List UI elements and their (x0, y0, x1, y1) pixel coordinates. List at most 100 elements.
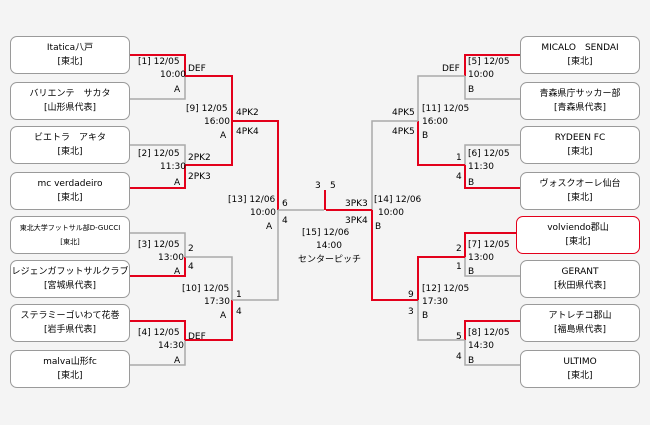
match-12-number: [12] 12/05 (422, 284, 470, 294)
line-m6-top (464, 144, 520, 165)
match-10-score-bottom: 4 (236, 307, 242, 317)
team-left-4[interactable]: mc verdadeiro [東北] (10, 172, 130, 210)
match-15-score-right: 5 (330, 181, 336, 191)
team-name: ULTIMO (563, 357, 597, 367)
team-name: mc verdadeiro (37, 179, 103, 189)
match-3-number: [3] 12/05 (138, 240, 180, 250)
team-region: [東北] (567, 371, 593, 381)
team-name: ステラミーゴいわて花巻 (20, 311, 120, 321)
match-14-score-top: 3PK3 (345, 199, 368, 209)
team-left-5[interactable]: 東北大学フットサル部D-GUCCI [東北] (10, 216, 130, 254)
line-m1-bottom (130, 76, 186, 100)
line-m5-top (464, 54, 520, 76)
match-11-score-bottom: 4PK5 (392, 127, 415, 137)
line-m13-top (232, 120, 279, 210)
team-left-1[interactable]: Itatica八戸 [東北] (10, 36, 130, 74)
match-4-score-top: DEF (188, 332, 206, 342)
line-m2-top (130, 144, 186, 165)
team-region: [東北] (567, 57, 593, 67)
match-8-number: [8] 12/05 (468, 328, 510, 338)
match-15-time: 14:00 (316, 241, 342, 251)
match-8-time: 14:30 (468, 341, 494, 351)
line-m9-bottom (185, 121, 233, 166)
team-name: 青森県庁サッカー部 (539, 89, 621, 99)
match-2-time: 11:30 (160, 162, 186, 172)
team-right-8[interactable]: ULTIMO [東北] (520, 350, 640, 388)
match-5-time: 10:00 (468, 70, 494, 80)
team-right-5[interactable]: volviendo郡山 [東北] (516, 216, 640, 254)
team-name: アトレチコ郡山 (548, 311, 612, 321)
team-right-3[interactable]: RYDEEN FC [東北] (520, 126, 640, 164)
team-left-6[interactable]: レジェンガフットサルクラブ [宮城県代表] (10, 260, 130, 298)
match-4-number: [4] 12/05 (138, 328, 180, 338)
match-7-time: 13:00 (468, 253, 494, 263)
team-left-3[interactable]: ビエトラ アキタ [東北] (10, 126, 130, 164)
match-6-number: [6] 12/05 (468, 149, 510, 159)
match-15-number: [15] 12/06 (302, 228, 350, 238)
team-name: バリエンテ サカタ (29, 89, 111, 99)
team-region: [東北] (60, 238, 80, 246)
team-region: [東北] (57, 57, 83, 67)
match-13-court: A (266, 222, 273, 232)
match-6-score-bottom: 4 (456, 172, 462, 182)
match-8-score-bottom: 4 (456, 352, 462, 362)
match-12-score-top: 9 (408, 290, 414, 300)
team-region: [宮城県代表] (43, 281, 97, 291)
match-5-score-top: DEF (442, 64, 460, 74)
team-region: [東北] (57, 193, 83, 203)
line-m12-bottom (417, 300, 465, 341)
team-right-2[interactable]: 青森県庁サッカー部 [青森県代表] (520, 82, 640, 120)
team-region: [東北] (57, 371, 83, 381)
match-11-time: 16:00 (422, 117, 448, 127)
match-5-number: [5] 12/05 (468, 57, 510, 67)
line-m7-bottom (464, 257, 520, 277)
line-m10-bottom (185, 300, 233, 341)
match-6-score-top: 1 (456, 153, 462, 163)
team-right-4[interactable]: ヴォスクオーレ仙台 [東北] (520, 172, 640, 210)
team-right-6[interactable]: GERANT [秋田県代表] (520, 260, 640, 298)
match-13-score-top: 6 (282, 199, 288, 209)
match-2-score-top: 2PK2 (188, 153, 211, 163)
match-3-score-top: 2 (188, 244, 194, 254)
match-2-court: A (174, 178, 181, 188)
team-right-7[interactable]: アトレチコ郡山 [福島県代表] (520, 304, 640, 342)
match-10-number: [10] 12/05 (182, 284, 230, 294)
match-3-score-bottom: 4 (188, 262, 194, 272)
match-1-score-top: DEF (188, 64, 206, 74)
match-9-time: 16:00 (204, 117, 230, 127)
match-9-number: [9] 12/05 (186, 104, 228, 114)
team-left-8[interactable]: malva山形fc [東北] (10, 350, 130, 388)
team-left-2[interactable]: バリエンテ サカタ [山形県代表] (10, 82, 130, 120)
team-left-7[interactable]: ステラミーゴいわて花巻 [岩手県代表] (10, 304, 130, 342)
team-name: volviendo郡山 (547, 223, 609, 233)
team-region: [岩手県代表] (43, 325, 97, 335)
match-14-number: [14] 12/06 (374, 195, 422, 205)
team-right-1[interactable]: MICALO SENDAI [東北] (520, 36, 640, 74)
match-3-time: 13:00 (158, 253, 184, 263)
line-m4-top (130, 320, 186, 340)
match-8-court: B (468, 356, 475, 366)
match-1-time: 10:00 (160, 70, 186, 80)
match-1-court: A (174, 85, 181, 95)
match-7-court: B (468, 267, 475, 277)
line-m5-bottom (464, 76, 520, 100)
match-12-time: 17:30 (422, 297, 448, 307)
match-13-number: [13] 12/06 (228, 195, 276, 205)
match-10-time: 17:30 (204, 297, 230, 307)
line-m3-top (130, 232, 186, 257)
line-m12-top (417, 256, 465, 300)
match-14-time: 10:00 (378, 208, 404, 218)
team-region: [東北] (567, 147, 593, 157)
line-m1-top (130, 54, 186, 76)
line-m11-bottom (417, 121, 465, 166)
match-15-court: センターピッチ (298, 255, 362, 265)
match-9-score-bottom: 4PK4 (236, 127, 259, 137)
team-region: [東北] (565, 237, 591, 247)
line-m9-top (185, 75, 233, 121)
team-name: malva山形fc (43, 357, 97, 367)
match-15-score-left: 3 (315, 181, 321, 191)
match-7-score-bottom: 1 (456, 262, 462, 272)
match-14-court: B (375, 222, 382, 232)
line-m3-bottom (130, 257, 186, 277)
